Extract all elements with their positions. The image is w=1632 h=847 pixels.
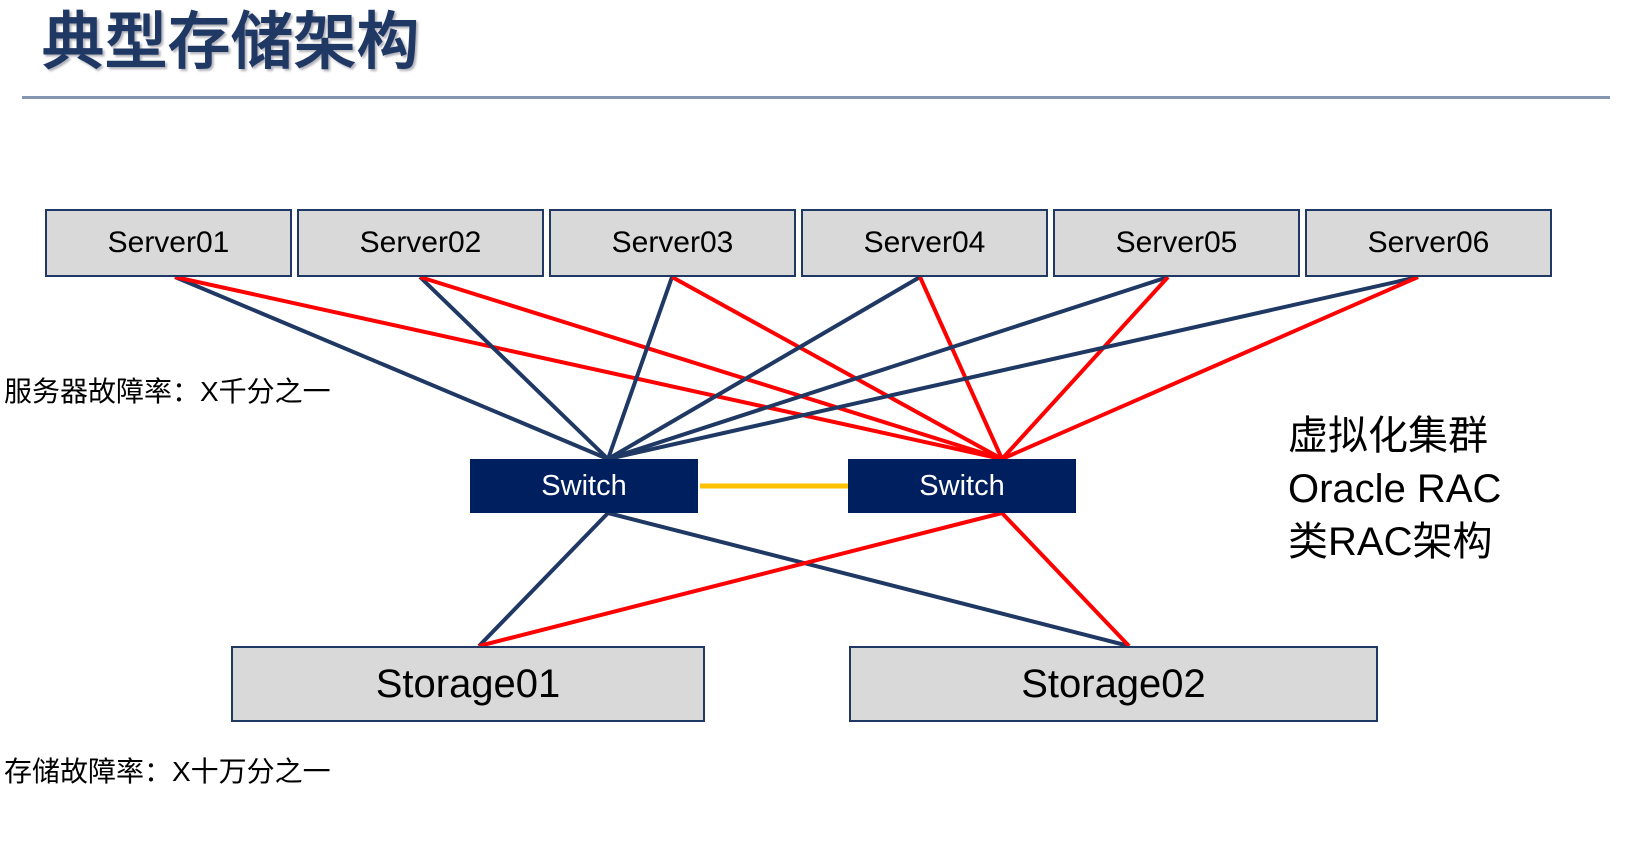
title-divider — [22, 96, 1610, 99]
cluster-note-line-1: 虚拟化集群 — [1288, 414, 1488, 458]
server-node-6-label: Server06 — [1367, 226, 1490, 259]
switch-node-1[interactable]: Switch — [470, 459, 698, 513]
switch-to-storage-links — [477, 511, 1131, 648]
link-server01-to-switch2 — [174, 275, 1003, 461]
link-server04-to-switch2 — [918, 276, 1004, 460]
link-switch2-to-storage01 — [478, 511, 1003, 648]
link-server02-to-switch2 — [419, 275, 1003, 461]
cluster-note-line-2: Oracle RAC — [1288, 466, 1502, 511]
server-node-4-label: Server04 — [863, 226, 986, 259]
link-switch1-to-storage01 — [477, 511, 610, 648]
storage-node-2-label: Storage02 — [1021, 661, 1206, 706]
server-node-1-label: Server01 — [107, 226, 230, 259]
server-to-switch-links — [174, 275, 1419, 461]
server-node-2-label: Server02 — [359, 226, 482, 259]
switch-node-2-label: Switch — [919, 469, 1005, 502]
server-node-2[interactable]: Server02 — [297, 209, 544, 277]
server-node-3[interactable]: Server03 — [549, 209, 796, 277]
link-server04-to-switch1 — [606, 275, 922, 461]
cluster-architecture-note: 虚拟化集群 Oracle RAC 类RAC架构 — [1288, 410, 1501, 568]
server-node-6[interactable]: Server06 — [1305, 209, 1552, 277]
storage-node-2[interactable]: Storage02 — [849, 646, 1378, 722]
server-node-4[interactable]: Server04 — [801, 209, 1048, 277]
page-title: 典型存储架构 — [42, 8, 421, 77]
server-node-1[interactable]: Server01 — [45, 209, 292, 277]
server-node-5-label: Server05 — [1115, 226, 1238, 259]
link-switch1-to-storage02 — [607, 511, 1130, 648]
server-node-5[interactable]: Server05 — [1053, 209, 1300, 277]
link-server05-to-switch2 — [1000, 275, 1170, 461]
switch-node-2[interactable]: Switch — [848, 459, 1076, 513]
link-server03-to-switch2 — [671, 275, 1003, 461]
link-switch2-to-storage02 — [1000, 511, 1131, 648]
link-server05-to-switch1 — [607, 275, 1169, 461]
link-server01-to-switch1 — [174, 275, 609, 461]
switch-node-1-label: Switch — [541, 469, 627, 502]
storage-failure-rate-label: 存储故障率：X十万分之一 — [4, 756, 331, 787]
storage-node-1-label: Storage01 — [375, 661, 561, 706]
storage-node-1[interactable]: Storage01 — [231, 646, 705, 722]
server-failure-rate-label: 服务器故障率：X千分之一 — [4, 376, 331, 407]
link-server02-to-switch1 — [418, 275, 610, 461]
server-node-3-label: Server03 — [611, 226, 734, 259]
cluster-note-line-3: 类RAC架构 — [1288, 519, 1493, 564]
link-server03-to-switch1 — [606, 276, 674, 460]
